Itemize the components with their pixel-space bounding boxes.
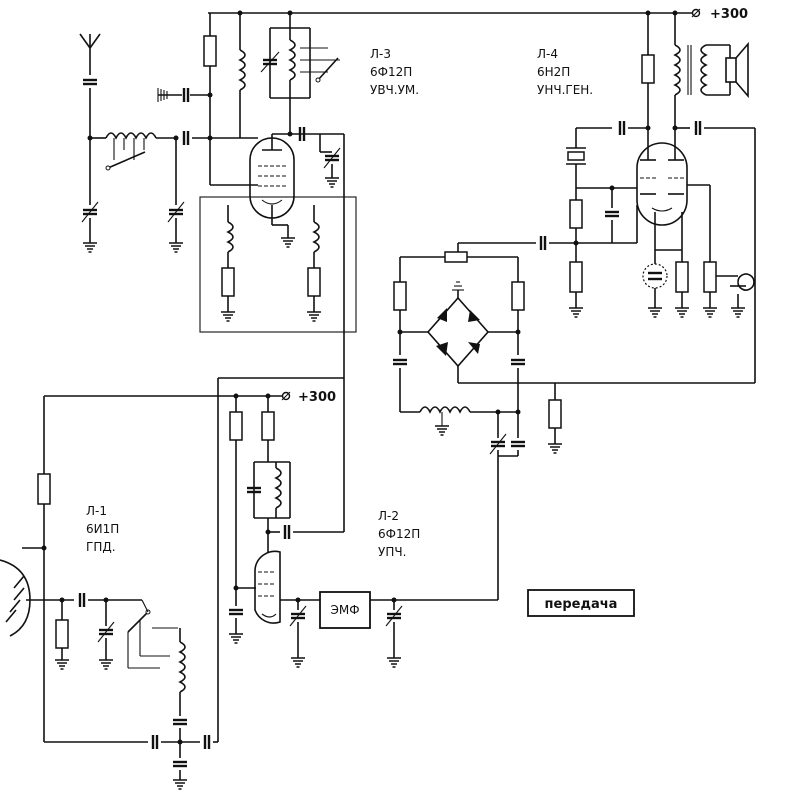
antenna-icon [79, 33, 101, 75]
l3-name: Л-3 [370, 47, 391, 61]
diode-bridge-icon [400, 281, 518, 383]
l4-role: УНЧ.ГЕН. [537, 83, 593, 97]
supply-voltage-label-mid: +300 [298, 390, 336, 405]
l1-tube-icon [0, 559, 31, 637]
emf-filter-label: ЭМФ [330, 603, 359, 617]
l3-stage: Л-3 6Ф12П УВЧ.УМ. [79, 13, 419, 378]
l1-name: Л-1 [86, 504, 107, 518]
transmit-mode-button[interactable]: передача [527, 589, 635, 617]
supply-voltage-label-top: +300 [710, 7, 748, 22]
transmit-mode-label: передача [545, 597, 618, 612]
l1-stage: Л-1 6И1П ГПД. [0, 395, 218, 790]
l3-role: УВЧ.УМ. [370, 83, 419, 97]
electrolytic-capacitor-icon [642, 263, 668, 289]
l4-stage: Л-4 6Н2П УНЧ.ГЕН. [537, 13, 756, 383]
l1-role: ГПД. [86, 540, 116, 554]
l2-role: УПЧ. [378, 545, 406, 559]
microphone-icon [730, 273, 755, 291]
l2-tube-icon [254, 550, 281, 624]
speaker-icon [725, 41, 749, 99]
l4-tube-icon [636, 142, 688, 226]
l1-type: 6И1П [86, 522, 119, 536]
l3-tube-icon [249, 137, 295, 219]
balanced-modulator [391, 234, 755, 600]
l2-type: 6Ф12П [378, 527, 420, 541]
l2-name: Л-2 [378, 509, 399, 523]
l3-type: 6Ф12П [370, 65, 412, 79]
l4-name: Л-4 [537, 47, 558, 61]
emf-filter-box [319, 591, 371, 629]
l2-stage: +300 [217, 377, 498, 742]
top-supply-rail: +300 [208, 7, 748, 22]
l4-type: 6Н2П [537, 65, 570, 79]
